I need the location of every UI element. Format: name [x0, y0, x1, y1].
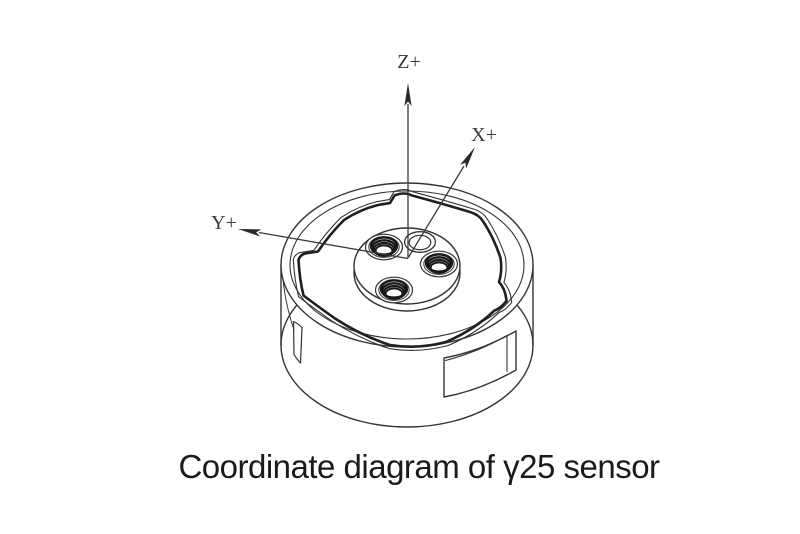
threaded-hole — [374, 276, 414, 304]
y-axis-label: Y+ — [211, 212, 237, 234]
z-axis-arrowhead — [404, 83, 412, 106]
threaded-hole — [419, 249, 459, 278]
y-axis-line — [258, 231, 409, 260]
x-axis-label: X+ — [471, 124, 497, 146]
top-face-chamfer-ring — [289, 190, 525, 340]
x-axis-arrowhead — [460, 147, 475, 169]
x-axis-line — [407, 165, 465, 259]
z-axis-label: Z+ — [397, 51, 421, 73]
sensor-body — [280, 182, 534, 428]
y-axis-arrowhead — [238, 229, 262, 237]
side-slot-right — [443, 330, 517, 398]
coordinate-axes: Z+ X+ Y+ — [211, 51, 497, 260]
pilot-hole — [403, 231, 437, 253]
figure-caption: Coordinate diagram of γ25 sensor — [178, 448, 660, 485]
side-slot-left — [292, 320, 303, 364]
